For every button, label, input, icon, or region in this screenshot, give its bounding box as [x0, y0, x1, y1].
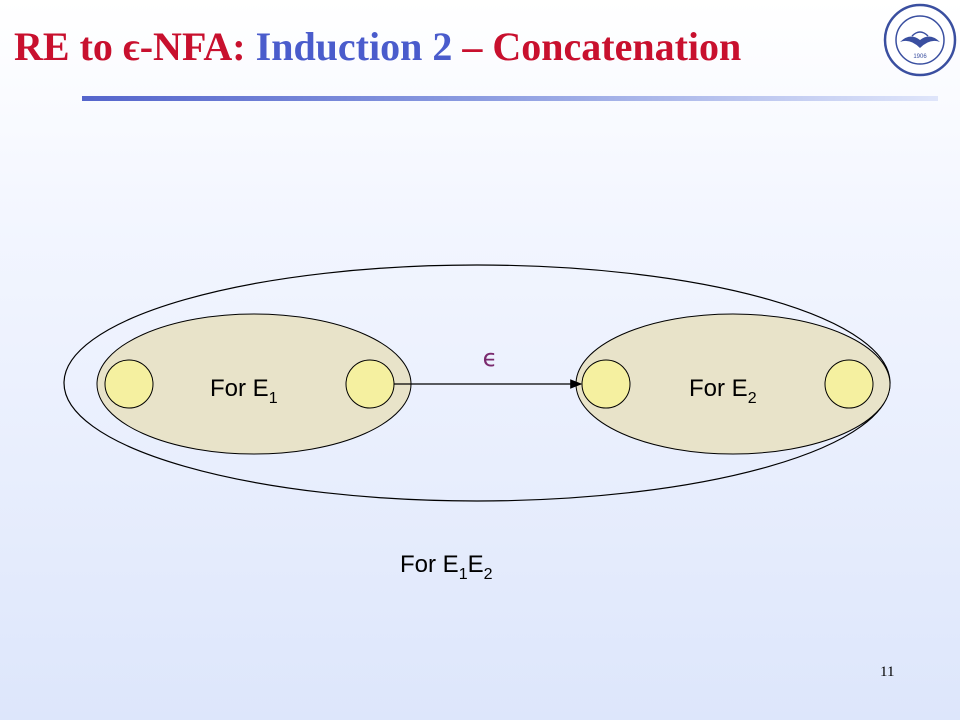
- e2-accept-state: [824, 359, 874, 409]
- outer-label: For E1E2: [400, 551, 493, 583]
- logo-year: 1906: [913, 54, 927, 60]
- university-seal-icon: 1906: [883, 3, 957, 77]
- page-number: 11: [880, 664, 895, 680]
- e1-start-state: [104, 359, 154, 409]
- title-underline: [82, 96, 938, 101]
- epsilon-label: ϵ: [483, 344, 498, 372]
- e2-label: For E2: [689, 375, 757, 407]
- e2-start-state: [581, 359, 631, 409]
- e1-accept-state: [345, 359, 395, 409]
- e1-label: For E1: [210, 375, 278, 407]
- slide-title: RE to ϵ-NFA: Induction 2 – Concatenation: [14, 24, 742, 69]
